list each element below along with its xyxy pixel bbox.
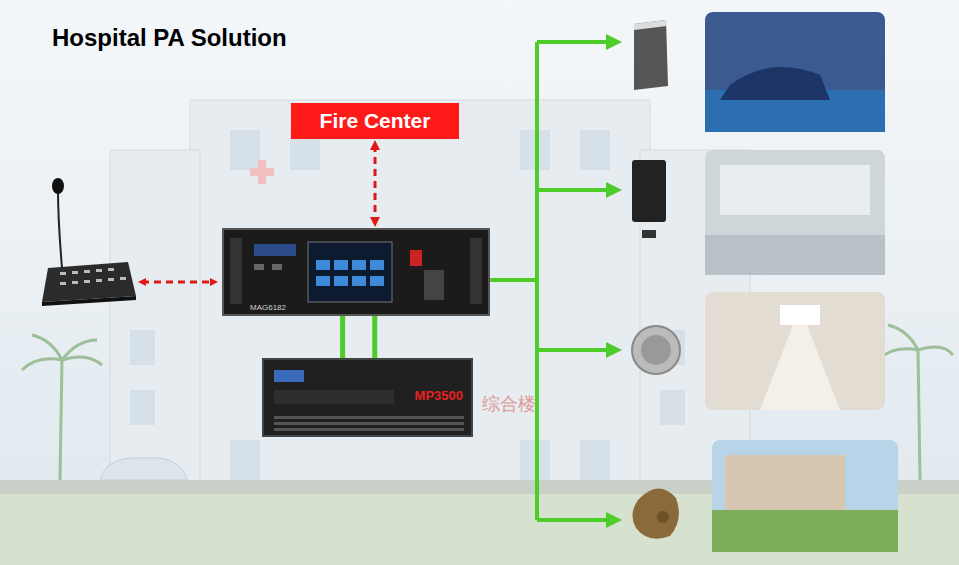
controller-panel <box>224 230 488 314</box>
power-amplifier: MP3500 <box>262 358 473 437</box>
location-photos <box>705 12 898 552</box>
node-label: MAG6182 <box>250 303 286 312</box>
control-link <box>142 281 214 284</box>
diagram-title: Hospital PA Solution <box>52 24 959 52</box>
building-watermark: 综合楼 <box>482 392 959 416</box>
main-controller-unit: MAG6182 <box>222 228 490 316</box>
speakers <box>632 20 680 539</box>
node-label: Fire Center <box>320 109 431 133</box>
connector <box>340 316 345 358</box>
connector <box>374 145 377 222</box>
node-label: MP3500 <box>415 388 463 403</box>
speaker-lines <box>490 42 608 520</box>
connector <box>372 316 377 358</box>
fire-center-box: Fire Center <box>291 103 459 139</box>
microphone-console <box>42 178 136 306</box>
